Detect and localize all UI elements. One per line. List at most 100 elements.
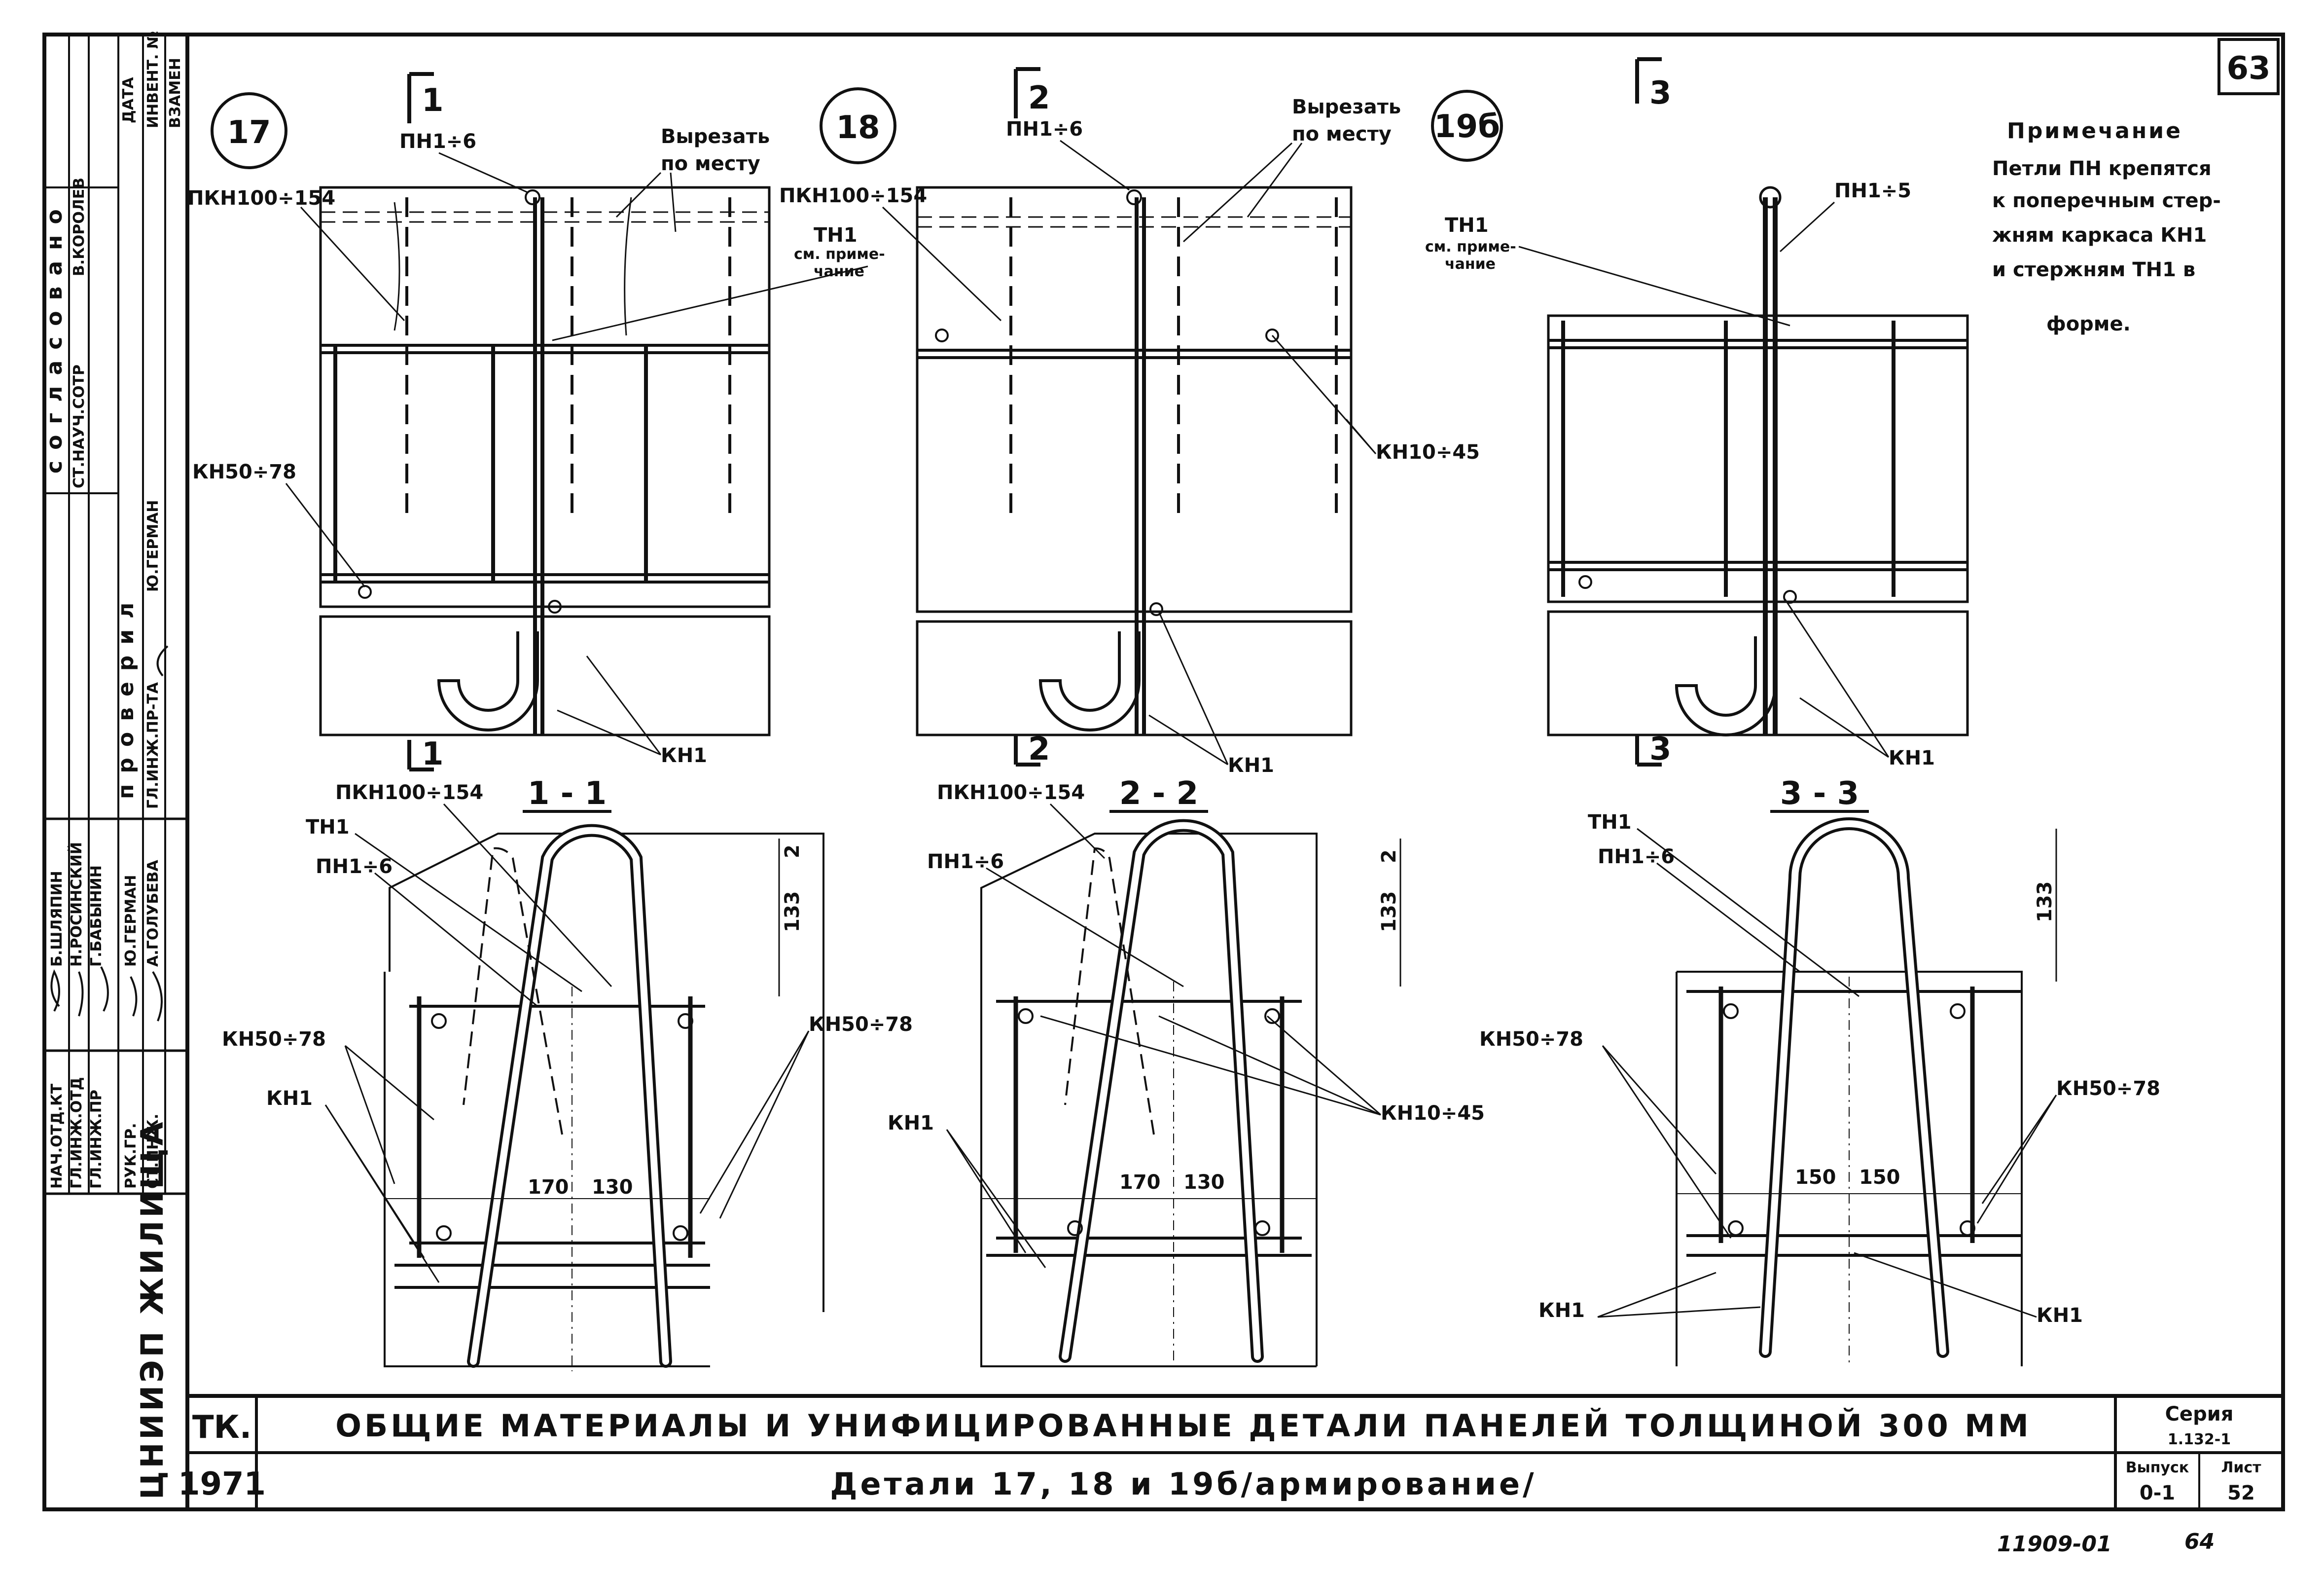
- note-line-3: и стержням ТН1 в: [1992, 258, 2195, 281]
- series-value: 1.132-1: [2168, 1431, 2231, 1448]
- section-mark-bottom-2: 2: [1028, 731, 1050, 768]
- sheet-label: Лист: [2221, 1459, 2261, 1476]
- footer-code: 11909-01: [1997, 1532, 2112, 1557]
- section-title-1-1: 1 - 1: [528, 775, 607, 812]
- dim-170-1: 170: [528, 1176, 569, 1199]
- detail-17-plan: 17 1 1 ПН1÷6 Вырезать по месту ПКН100÷15…: [187, 72, 771, 772]
- label-kn50-17: КН50÷78: [192, 461, 296, 483]
- dim-2-2: 2: [1378, 849, 1400, 863]
- note-line-0: Петли ПН крепятся: [1992, 157, 2212, 180]
- issue-value: 0-1: [2140, 1482, 2175, 1504]
- stamp-agreed: согласовано: [42, 198, 67, 474]
- dim-130-1: 130: [592, 1176, 633, 1199]
- stamp-agreed-role-1: В.КОРОЛЕВ: [71, 178, 88, 276]
- sheet-frame: [42, 33, 2285, 1511]
- label-cut-17b: по месту: [661, 152, 760, 175]
- series-label: Серия: [2165, 1403, 2234, 1426]
- label-tn1-1-1: ТН1: [306, 816, 350, 839]
- label-tn1-18: ТН1: [814, 224, 858, 247]
- sheet-number: 52: [2227, 1482, 2255, 1504]
- section-3-3: 3 - 3 ТН1 ПН1÷6 КН50÷78 КН50÷78 КН1 КН1 …: [1479, 775, 2160, 1366]
- label-tn1-3-3: ТН1: [1588, 811, 1632, 834]
- sheet-subtitle: Детали 17, 18 и 19б/армирование/: [830, 1466, 1537, 1502]
- note-line-2: жням каркаса КН1: [1992, 224, 2207, 247]
- stamp-name-1: Н.РОСИНСКИЙ: [68, 842, 85, 967]
- stamp-role-0: НАЧ.ОТД.КТ: [48, 1083, 66, 1189]
- note-block: Примечание Петли ПН крепятся к поперечны…: [1992, 118, 2221, 335]
- label-kn50-1-1a: КН50÷78: [222, 1028, 326, 1051]
- dim-150-3b: 150: [1859, 1166, 1900, 1189]
- label-kn10-2-2: КН10÷45: [1381, 1102, 1485, 1125]
- label-pkn-2-2: ПКН100÷154: [937, 781, 1085, 804]
- label-pn-18: ПН1÷6: [1006, 118, 1083, 141]
- label-tn1-19b: ТН1: [1445, 214, 1489, 237]
- label-kn50-3-3b: КН50÷78: [2056, 1077, 2160, 1100]
- stamp-agreed-role-0: СТ.НАУЧ.СОТР: [71, 365, 88, 488]
- section-2-2: 2 - 2 ПКН100÷154 ПН1÷6 КН10÷45 КН1 133 2…: [888, 775, 1485, 1367]
- dim-133-3: 133: [2034, 881, 2056, 923]
- stamp-name-4: А.ГОЛУБЕВА: [144, 859, 162, 967]
- label-pn-17: ПН1÷6: [399, 130, 476, 153]
- section-title-2-2: 2 - 2: [1119, 775, 1198, 812]
- note-title: Примечание: [2007, 118, 2182, 144]
- side-stamp: согласовано проверил СТ.НАУЧ.СОТР В.КОРО…: [42, 31, 187, 1500]
- label-kn1-19b: КН1: [1889, 747, 1935, 769]
- label-kn1-17: КН1: [661, 744, 707, 767]
- stamp-name-2: Г.БАБЫНИН: [88, 865, 105, 967]
- label-pn-3-3: ПН1÷6: [1598, 845, 1675, 868]
- detail-marker-19b: [1431, 90, 1503, 162]
- stamp-role-4: СТ.ИНЖ.: [144, 1114, 162, 1189]
- label-kn50-3-3a: КН50÷78: [1479, 1028, 1583, 1051]
- footer-page: 64: [2184, 1529, 2215, 1554]
- stamp-checked-role-0: ГЛ.ИНЖ.ПР-ТА: [144, 682, 162, 809]
- detail-marker-17: [211, 92, 287, 169]
- label-kn1-3-3b: КН1: [2037, 1304, 2083, 1327]
- detail-marker-18: [820, 87, 896, 164]
- stamp-checked-role-1: Ю.ГЕРМАН: [144, 500, 162, 592]
- section-mark-top-1: 1: [422, 82, 444, 119]
- label-seenote-18a: см. приме-: [794, 246, 885, 263]
- note-line-4: форме.: [2046, 313, 2131, 335]
- label-pn-19b: ПН1÷5: [1834, 180, 1911, 202]
- label-pkn-17: ПКН100÷154: [187, 187, 335, 210]
- section-mark-top-3: 3: [1649, 75, 1672, 111]
- label-pn-2-2: ПН1÷6: [927, 850, 1004, 873]
- title-block: ТК. 1971 ОБЩИЕ МАТЕРИАЛЫ И УНИФИЦИРОВАНН…: [178, 1394, 2283, 1509]
- label-cut-18b: по месту: [1292, 123, 1392, 146]
- section-1-1: 1 - 1 ПКН100÷154 ТН1 ПН1÷6 КН50÷78 КН50÷…: [222, 775, 913, 1371]
- stamp-name-3: Ю.ГЕРМАН: [122, 875, 140, 967]
- detail-19b-plan: 19б ТН1 см. приме- чание 3 3 ПН1÷5 КН1: [1425, 57, 1969, 769]
- detail-marker-19b-label: 19б: [1434, 109, 1500, 145]
- label-seenote-19b-a: см. приме-: [1425, 238, 1516, 256]
- section-mark-bottom-1: 1: [422, 736, 444, 772]
- signature-marks: [50, 645, 169, 1022]
- label-pkn-18: ПКН100÷154: [779, 184, 927, 207]
- issue-label: Выпуск: [2126, 1459, 2189, 1476]
- dim-170-2: 170: [1119, 1171, 1161, 1194]
- label-pn-1-1: ПН1÷6: [316, 855, 393, 878]
- sheet-title: ОБЩИЕ МАТЕРИАЛЫ И УНИФИЦИРОВАННЫЕ ДЕТАЛИ…: [335, 1408, 2031, 1444]
- tk-label: ТК.: [192, 1409, 251, 1446]
- page-number: 63: [2226, 50, 2270, 87]
- note-line-1: к поперечным стер-: [1992, 189, 2221, 212]
- section-title-3-3: 3 - 3: [1780, 775, 1859, 812]
- label-cut-17a: Вырезать: [661, 125, 770, 148]
- label-kn1-18: КН1: [1228, 754, 1274, 777]
- dim-130-2: 130: [1183, 1171, 1225, 1194]
- label-kn1-2-2: КН1: [888, 1112, 934, 1134]
- inv-col-2: ВЗАМЕН: [167, 58, 184, 128]
- year-label: 1971: [178, 1466, 266, 1502]
- label-kn1-1-1: КН1: [266, 1087, 313, 1110]
- inv-col-0: ДАТА: [120, 77, 137, 123]
- detail-marker-18-label: 18: [836, 110, 880, 146]
- detail-18-plan: 18 2 2 ПН1÷6 Вырезать по месту ПКН100÷15…: [552, 67, 1480, 777]
- label-kn1-3-3a: КН1: [1538, 1299, 1585, 1322]
- inv-col-1: ИНВЕНТ. №: [144, 31, 162, 128]
- detail-marker-17-label: 17: [227, 114, 271, 151]
- page-number-box: 63: [2217, 38, 2280, 95]
- label-kn10-18: КН10÷45: [1376, 441, 1480, 464]
- label-seenote-19b-b: чание: [1445, 256, 1496, 273]
- stamp-role-1: ГЛ.ИНЖ.ОТД: [68, 1077, 85, 1189]
- stamp-role-2: ГЛ.ИНЖ.ПР: [88, 1090, 105, 1189]
